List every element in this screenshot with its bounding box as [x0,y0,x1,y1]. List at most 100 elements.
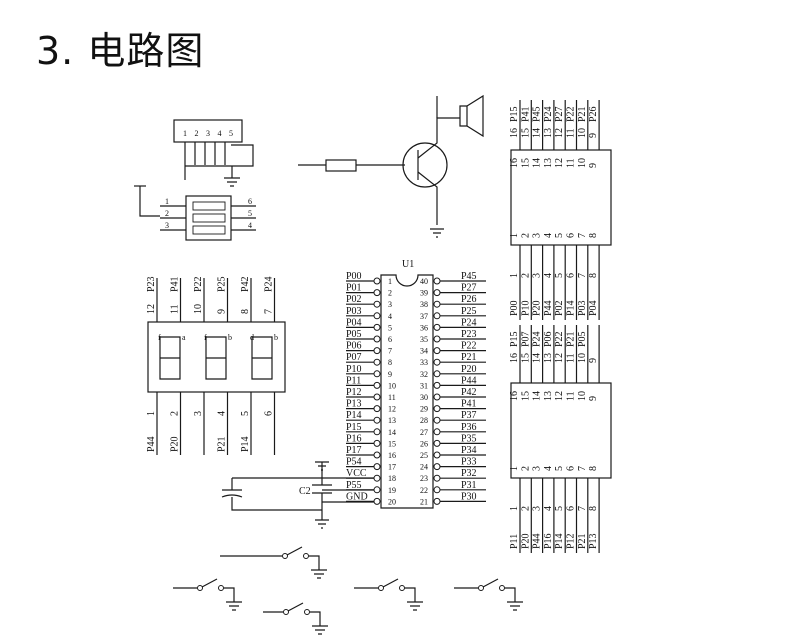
matrix-body-pin: 10 [577,391,588,401]
matrix-pin-number: 15 [520,128,531,138]
mcu-pin-number: 14 [388,428,396,437]
mcu-pin-name: P24 [461,317,477,328]
matrix-body-pin: 16 [509,391,520,401]
header-pin-number: 1 [183,129,187,138]
mcu-pin-name: P20 [461,364,477,375]
matrix-pin-net: P41 [520,106,531,122]
mcu-pin-name: P44 [461,375,477,386]
mcu-pin-number: 24 [420,463,428,472]
mcu-label: U1 [402,259,414,270]
mcu-pin-39 [433,289,441,297]
mcu-pin-35 [433,335,441,343]
mcu-pin-23 [433,474,441,482]
matrix-pin-net: P20 [520,533,531,549]
matrix-body-pin: 1 [509,233,520,238]
mcu-pin-number: 23 [420,474,428,483]
matrix-pin-number: 12 [554,128,565,138]
mcu-pin-name: P16 [346,433,362,444]
seven-seg-pin-net: P44 [146,436,157,452]
mcu-pin-name: P30 [461,491,477,502]
matrix-pin-net: P13 [588,533,599,549]
seven-seg-pin-net: P22 [193,276,204,292]
matrix-pin-number: 8 [588,506,599,511]
matrix-pin-number: 3 [532,506,543,511]
mcu-pin-number: 18 [388,474,396,483]
mcu-pin-40 [433,277,441,285]
mcu-pin-name: VCC [346,468,367,479]
switch-pin-number: 2 [165,209,169,218]
mcu-pin-29 [433,405,441,413]
mcu-pin-name: P32 [461,468,477,479]
matrix-body-pin: 9 [588,396,599,401]
matrix-pin-number: 9 [588,358,599,363]
mcu-pin-number: 12 [388,405,396,414]
matrix-body-pin: 4 [543,466,554,471]
mcu-pin-16 [373,451,381,459]
mcu-pin-19 [373,486,381,494]
matrix-pin-number: 3 [532,273,543,278]
mcu-pin-name: P42 [461,387,477,398]
matrix-pin-number: 14 [532,128,543,138]
matrix-pin-number: 4 [543,273,554,278]
led-matrix-top: 16P151615P411514P451413P241312P271211P22… [509,100,612,320]
mcu-pin-name: P22 [461,341,477,352]
mcu-pin-38 [433,300,441,308]
mcu-pin-number: 28 [420,416,428,425]
mcu-pin-name: P07 [346,352,362,363]
mcu-pin-name: P14 [346,410,362,421]
matrix-pin-net: P26 [588,106,599,122]
speaker [459,105,468,127]
mcu-pin-32 [433,370,441,378]
capacitor-label: C2 [299,486,311,497]
matrix-pin-number: 11 [566,128,577,138]
mcu-pin-number: 17 [388,463,396,472]
matrix-pin-net: P04 [588,300,599,316]
matrix-pin-number: 4 [543,506,554,511]
mcu-pin-14 [373,428,381,436]
matrix-pin-net: P14 [566,300,577,316]
mcu-pin-18 [373,474,381,482]
mcu-pin-number: 26 [420,439,428,448]
matrix-pin-number: 7 [577,273,588,278]
header-pin-number: 3 [206,129,210,138]
mcu-pin-number: 25 [420,451,428,460]
matrix-body-pin: 11 [566,158,577,168]
matrix-body-pin: 8 [588,233,599,238]
segment-letter: b [274,333,278,342]
matrix-pin-net: P06 [543,331,554,347]
switch-pin-number: 5 [248,209,252,218]
mcu-pin-25 [433,451,441,459]
header-pin-number: 4 [218,129,222,138]
mcu-pin-6 [373,335,381,343]
mcu-pin-name: GND [346,491,368,502]
matrix-body-pin: 1 [509,466,520,471]
mcu-pin-number: 5 [388,323,392,332]
matrix-pin-net: P22 [566,106,577,122]
page-title: 3. 电路图 [36,29,205,73]
mcu-pin-number: 33 [420,358,428,367]
matrix-pin-net: P12 [566,533,577,549]
segment-letter: f [158,333,161,342]
matrix-body-pin: 16 [509,158,520,168]
matrix-body-pin: 5 [554,233,565,238]
matrix-pin-net: P15 [509,106,520,122]
matrix-pin-net: P45 [532,106,543,122]
matrix-pin-number: 6 [566,273,577,278]
matrix-pin-number: 10 [577,353,588,363]
header-pin-number: 2 [195,129,199,138]
seven-seg-pin-number: 10 [193,304,204,314]
seven-seg-pin-number: 5 [240,411,251,416]
seven-seg-pin-net: P25 [217,276,228,292]
matrix-pin-number: 11 [566,353,577,363]
matrix-pin-number: 1 [509,506,520,511]
mcu-pin-33 [433,358,441,366]
mcu-pin-27 [433,428,441,436]
seven-seg-pin-number: 3 [193,411,204,416]
matrix-pin-number: 5 [554,273,565,278]
matrix-pin-net: P14 [554,533,565,549]
seven-seg-digit [251,336,273,380]
mcu-pin-number: 20 [388,497,396,506]
seven-seg-pin-number: 7 [264,309,275,314]
